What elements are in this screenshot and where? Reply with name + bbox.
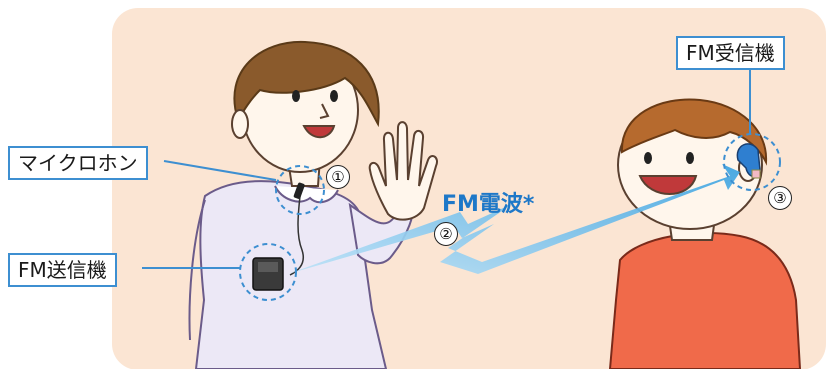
step-2-marker: ② (434, 222, 458, 246)
step-1-marker: ① (326, 165, 350, 189)
woman-figure (188, 40, 438, 369)
fm-wave-label: FM電波* (442, 192, 535, 217)
receiver-callout-circle (723, 133, 781, 191)
step-3-marker: ③ (768, 186, 792, 210)
microphone-callout-circle (275, 165, 325, 215)
boy-shirt (608, 232, 802, 369)
microphone-label: マイクロホン (8, 146, 148, 180)
woman-hair (233, 40, 380, 128)
transmitter-callout-circle (239, 243, 297, 301)
fm-wave-beam (288, 164, 740, 274)
fm-transmitter-label: FM送信機 (8, 253, 117, 287)
fm-receiver-label: FM受信機 (676, 36, 785, 70)
woman-hand (368, 121, 438, 221)
microphone-device (293, 182, 305, 199)
microphone-leader (163, 160, 277, 181)
boy-figure (608, 98, 802, 369)
boy-hair (620, 98, 768, 166)
